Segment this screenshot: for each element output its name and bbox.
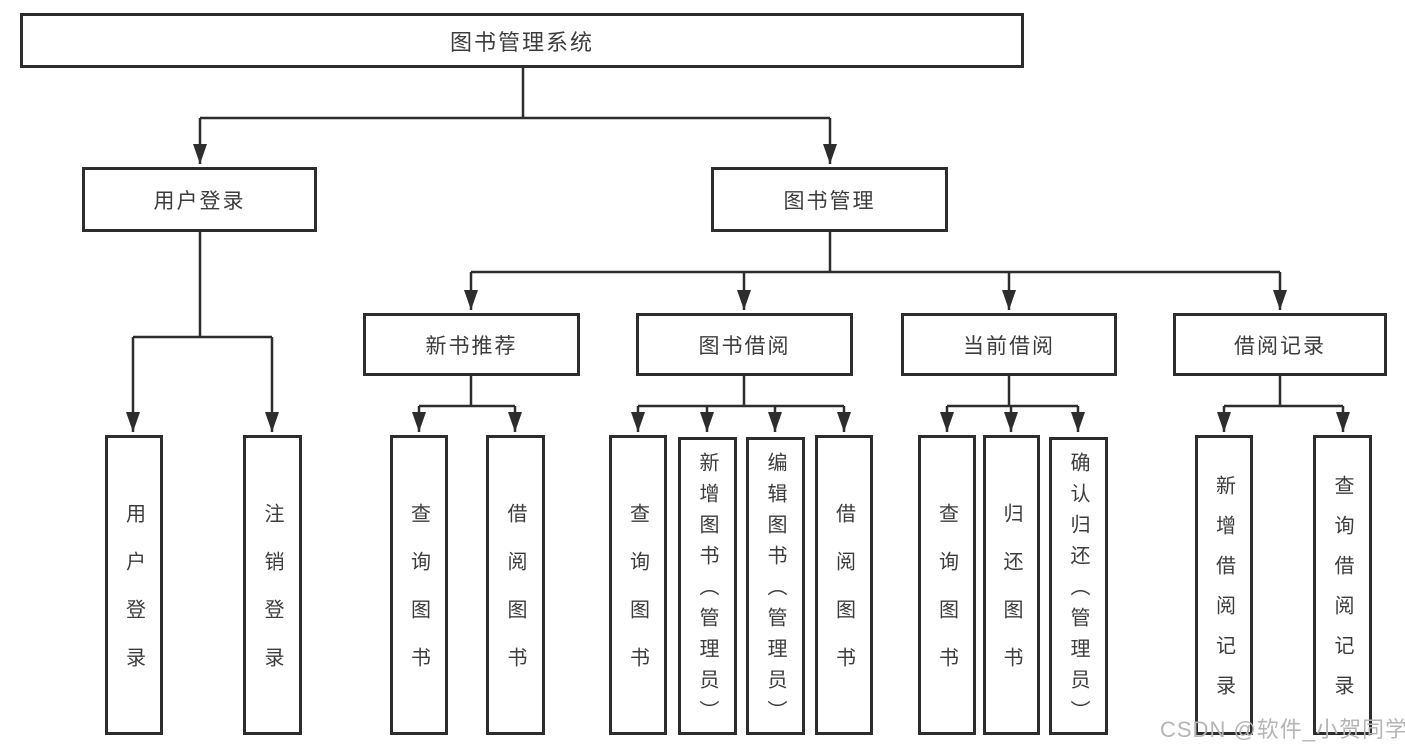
leaf-newbook-query-books-label: 查询图书 (407, 503, 430, 695)
node-user-login-label: 用户登录 (153, 189, 246, 213)
leaf-borrow-books-label: 借阅图书 (832, 503, 855, 695)
leaf-logout-label: 注销登录 (261, 503, 283, 695)
node-book-management: 图书管理 (711, 167, 948, 232)
leaf-add-borrow-record-label: 新增借阅记录 (1212, 475, 1235, 715)
node-current-borrow-label: 当前借阅 (963, 334, 1055, 358)
leaf-borrow-books: 借阅图书 (815, 435, 873, 735)
leaf-user-login: 用户登录 (105, 435, 163, 735)
node-borrow-records: 借阅记录 (1173, 313, 1387, 376)
leaf-add-books-admin-label: 新增图书（管理员） (696, 451, 718, 731)
connector-borrow-records-children (1217, 376, 1350, 432)
node-new-book-recommend: 新书推荐 (363, 313, 580, 376)
node-current-borrow: 当前借阅 (901, 313, 1117, 376)
node-library-system: 图书管理系统 (20, 13, 1024, 68)
leaf-confirm-return-admin: 确认归还（管理员） (1049, 437, 1108, 735)
leaf-borrow-query-books-label: 查询图书 (626, 503, 649, 695)
leaf-query-borrow-record: 查询借阅记录 (1313, 435, 1372, 735)
leaf-edit-books-admin-label: 编辑图书（管理员） (764, 451, 786, 731)
leaf-add-books-admin: 新增图书（管理员） (678, 437, 737, 735)
connector-root-to-level2 (193, 68, 837, 164)
connector-current-borrow-children (940, 376, 1085, 432)
connector-new-book-children (412, 376, 522, 432)
leaf-newbook-borrow-books-label: 借阅图书 (504, 503, 526, 695)
leaf-newbook-borrow-books: 借阅图书 (486, 435, 545, 735)
node-library-system-label: 图书管理系统 (449, 29, 594, 55)
node-book-borrow-label: 图书借阅 (698, 334, 791, 358)
connector-user-login-children (126, 232, 279, 432)
leaf-current-query-books: 查询图书 (918, 435, 976, 735)
leaf-edit-books-admin: 编辑图书（管理员） (746, 437, 805, 735)
node-book-borrow: 图书借阅 (636, 313, 853, 376)
leaf-return-books-label: 归还图书 (1000, 503, 1022, 695)
leaf-confirm-return-admin-label: 确认归还（管理员） (1067, 451, 1089, 731)
node-book-management-label: 图书管理 (783, 189, 876, 213)
leaf-return-books: 归还图书 (983, 435, 1040, 735)
connector-book-borrow-children (631, 376, 851, 432)
leaf-newbook-query-books: 查询图书 (390, 435, 448, 735)
leaf-logout: 注销登录 (243, 435, 302, 735)
leaf-add-borrow-record: 新增借阅记录 (1195, 435, 1253, 735)
leaf-query-borrow-record-label: 查询借阅记录 (1331, 475, 1353, 715)
node-new-book-recommend-label: 新书推荐 (425, 334, 518, 358)
connector-book-mgmt-children (464, 232, 1287, 310)
node-borrow-records-label: 借阅记录 (1234, 334, 1326, 358)
watermark: CSDN @软件_小贺同学 (1160, 717, 1405, 742)
node-user-login: 用户登录 (82, 167, 317, 232)
leaf-current-query-books-label: 查询图书 (935, 503, 958, 695)
leaf-user-login-label: 用户登录 (122, 503, 145, 695)
leaf-borrow-query-books: 查询图书 (609, 435, 667, 735)
